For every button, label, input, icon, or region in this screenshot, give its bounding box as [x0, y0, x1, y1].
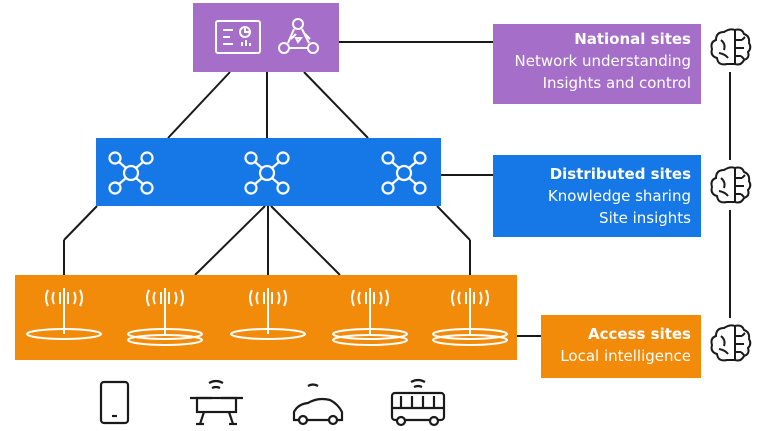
connected-car-icon [292, 383, 344, 426]
drone-icon [190, 379, 243, 426]
cluster-icon [108, 151, 154, 195]
ai-brain-icon [710, 28, 752, 66]
national-label-bg [493, 24, 701, 104]
radio-tower-icon [432, 288, 508, 346]
national-sites-label: National sites Network understanding Ins… [493, 28, 701, 104]
distributed-sites-line-2: Site insights [599, 209, 691, 227]
distributed-sites-title: Distributed sites [549, 165, 691, 183]
access-sites-title: Access sites [588, 325, 691, 343]
radio-tower-icon [26, 288, 102, 340]
access-sites-box [15, 275, 517, 360]
distributed-sites-box [96, 138, 441, 206]
access-label-bg [541, 315, 701, 378]
radio-tower-icon [230, 288, 306, 340]
network-triangle-icon [278, 18, 319, 54]
national-sites-line-1: Network understanding [514, 52, 691, 70]
cluster-icon [244, 151, 290, 195]
connected-bus-icon [390, 378, 446, 427]
connector-lines [63, 41, 731, 337]
ai-brain-icon [710, 166, 752, 204]
distributed-sites-label: Distributed sites Knowledge sharing Site… [493, 163, 701, 237]
access-sites-line-1: Local intelligence [560, 347, 691, 365]
national-sites-line-2: Insights and control [542, 74, 691, 92]
distributed-sites-line-1: Knowledge sharing [547, 187, 691, 205]
distributed-label-bg [493, 155, 701, 237]
radio-tower-icon [332, 288, 408, 346]
ai-brain-icon [710, 324, 752, 362]
smartphone-icon [99, 380, 130, 425]
cluster-icon [381, 151, 427, 195]
dashboard-icon [215, 20, 261, 54]
radio-tower-icon [127, 288, 203, 346]
access-sites-label: Access sites Local intelligence [541, 323, 701, 378]
national-sites-box [193, 3, 339, 72]
national-sites-title: National sites [574, 30, 691, 48]
